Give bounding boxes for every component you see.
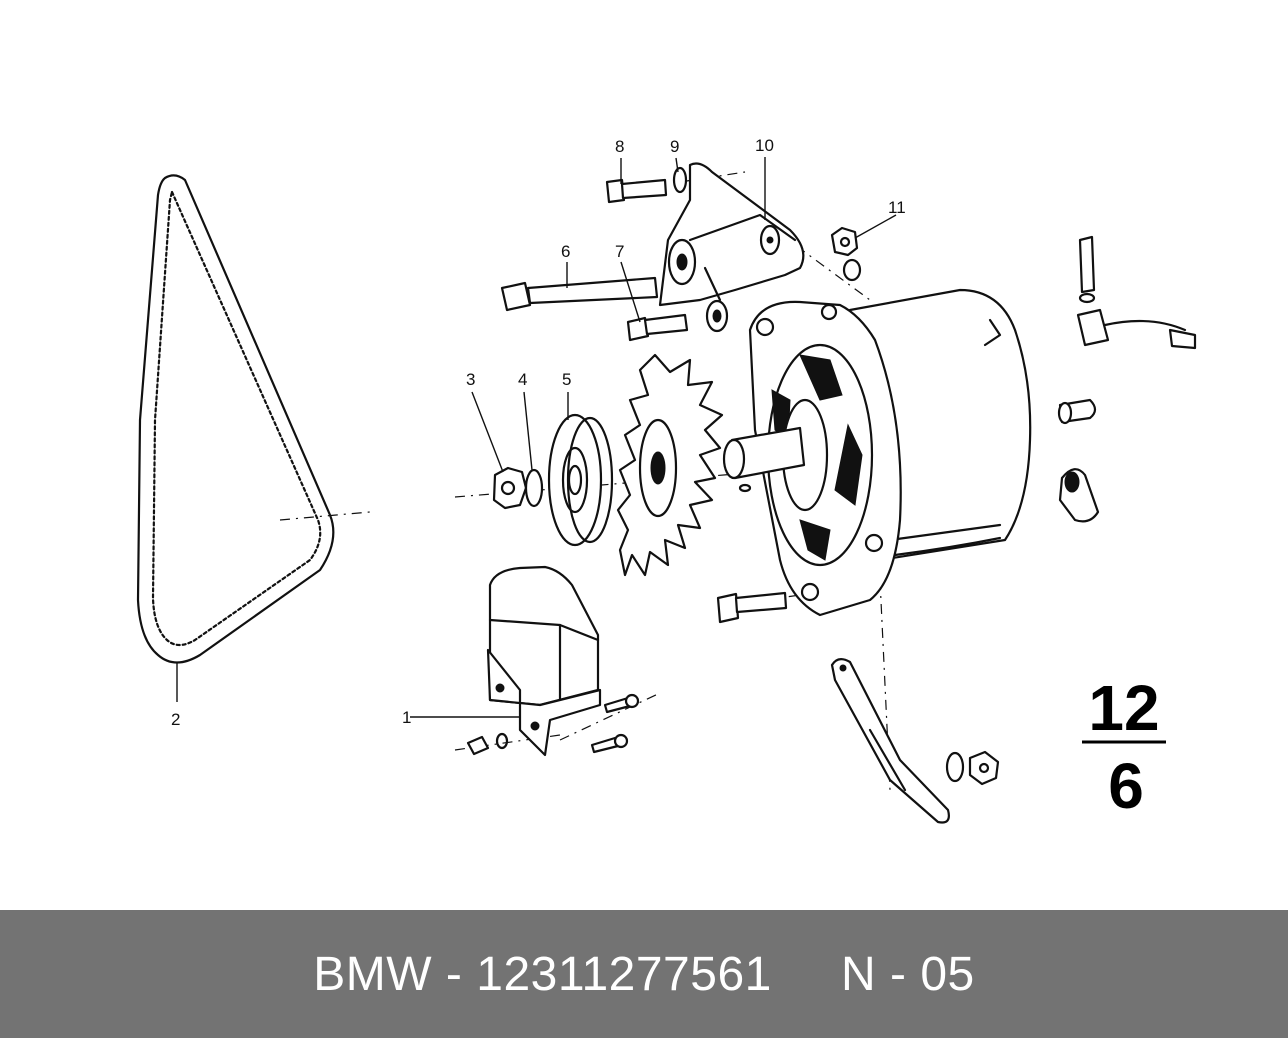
fan-icon — [616, 353, 724, 577]
callout-3: 3 — [466, 370, 475, 389]
footer-bar: BMW - 12311277561 N - 05 — [0, 910, 1288, 1038]
figure-number: 12 6 — [1082, 672, 1166, 822]
callout-2: 2 — [171, 710, 180, 729]
callout-1: 1 — [402, 708, 411, 727]
short-bolt-icon — [626, 299, 729, 342]
figure-number-bottom: 6 — [1108, 750, 1144, 822]
callout-6: 6 — [561, 242, 570, 261]
parts-diagram: 1 2 3 4 5 6 7 8 9 10 11 12 6 — [136, 136, 1197, 824]
bolt-icon — [500, 276, 659, 312]
alternator-icon — [722, 288, 1032, 617]
mounting-bracket-icon — [658, 162, 805, 307]
callout-11: 11 — [888, 198, 906, 217]
wire-connector-icon — [1076, 235, 1197, 350]
callout-7: 7 — [615, 242, 624, 261]
callout-5: 5 — [562, 370, 571, 389]
top-bolt-icon — [605, 166, 688, 204]
callout-8: 8 — [615, 137, 624, 156]
figure-number-top: 12 — [1088, 672, 1159, 744]
nut-icon — [492, 466, 528, 510]
washer-icon — [524, 468, 544, 508]
callout-10: 10 — [755, 136, 774, 155]
lower-bolt-icon — [716, 591, 788, 624]
leader-lines — [176, 157, 897, 718]
part-number-caption: BMW - 12311277561 N - 05 — [313, 947, 975, 1001]
voltage-regulator-icon — [486, 565, 602, 757]
bracket-nut-icon — [830, 226, 862, 282]
rubber-boot-icon — [1058, 468, 1100, 523]
regulator-fasteners-icon — [466, 693, 640, 756]
callout-9: 9 — [670, 137, 679, 156]
callout-4: 4 — [518, 370, 527, 389]
v-belt-icon — [136, 174, 335, 664]
adjusting-strap-icon — [830, 658, 1000, 824]
callout-labels: 1 2 3 4 5 6 7 8 9 10 11 — [171, 136, 906, 729]
pulley-icon — [547, 413, 614, 547]
terminal-cap-icon — [1057, 398, 1097, 425]
